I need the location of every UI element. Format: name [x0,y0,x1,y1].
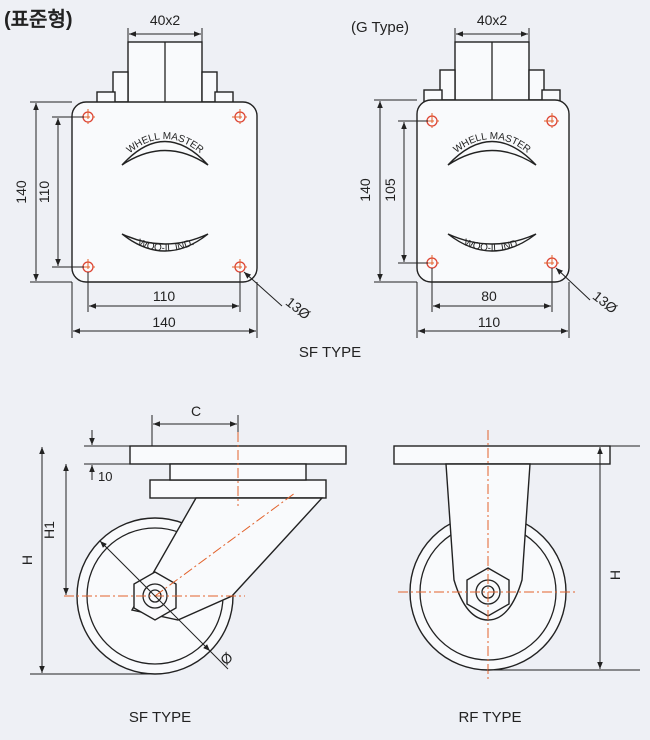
dim-top-width-g: 40x2 [477,12,508,28]
dim-bottom-inner: 110 [153,288,176,304]
bottom-left-caption: SF TYPE [129,709,191,726]
dim-top-width: 40x2 [150,12,181,28]
dim-10: 10 [98,469,112,484]
bottom-left-view: C 10 H1 H Ø SF TYPE [19,403,347,726]
rigid-top-plate [393,445,611,465]
bottom-right-caption: RF TYPE [458,709,521,726]
dim-c: C [191,403,201,419]
dim-h-rf: H [607,570,623,580]
dim-h: H [19,555,35,565]
dim-diameter: Ø [217,649,236,668]
top-caption: SF TYPE [299,344,361,361]
bolt-holes-g [424,113,560,271]
bolt-holes [80,109,248,275]
dim-hole-g: 13Ø [590,288,621,317]
dim-bottom-outer: 140 [152,314,176,330]
mounting-plate [71,101,258,283]
dim-left-inner: 110 [36,181,52,204]
plate-text-bottom-g: WOO-IL IND. [462,237,522,254]
dim-left-inner-g: 105 [382,178,398,202]
g-type-label: (G Type) [351,19,409,36]
dim-bottom-outer-g: 110 [478,314,501,330]
dim-left-outer-g: 140 [357,178,373,202]
top-right-view: (G Type) WHELL MASTER WOO-IL IND. 40x2 [351,12,621,338]
bottom-right-view: H RF TYPE [393,430,640,726]
dim-left-outer: 140 [13,180,29,204]
top-left-view: WHELL MASTER WOO-IL IND. 40x2 140 110 [13,12,314,338]
mounting-plate-g [416,99,570,283]
dim-bottom-inner-g: 80 [481,288,497,304]
dim-h1: H1 [41,521,57,539]
page-title: (표준형) [4,8,73,31]
dim-hole: 13Ø [283,294,314,323]
plate-text-bottom: WOO-IL IND. [136,237,196,254]
